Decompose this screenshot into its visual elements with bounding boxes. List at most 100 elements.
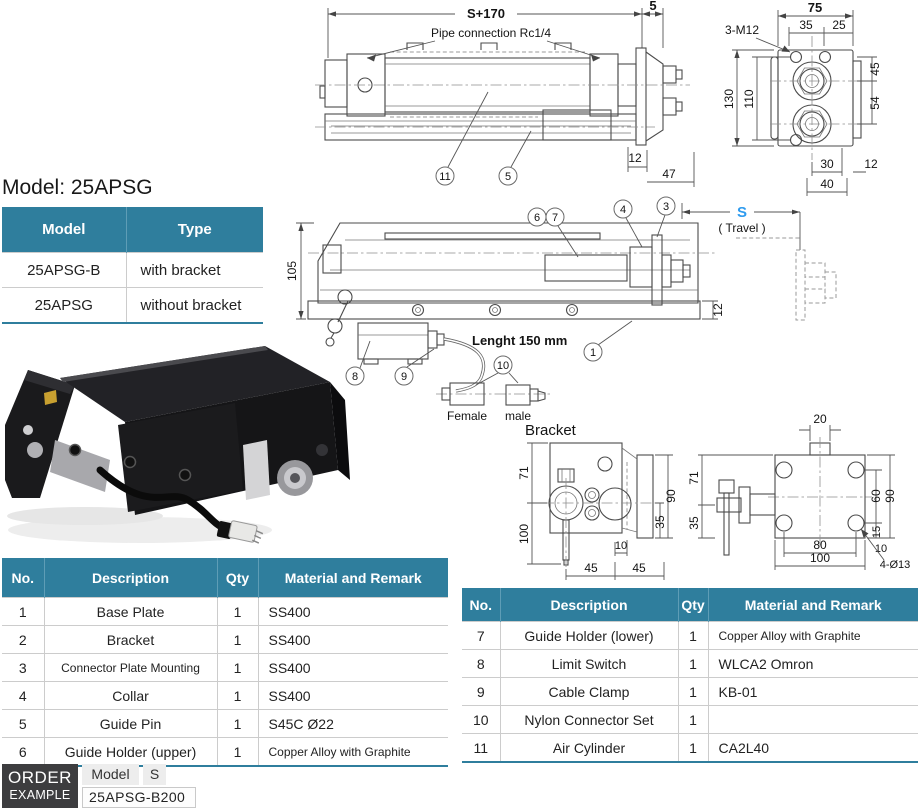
bracket-dim-100: 100: [517, 524, 531, 544]
table-row: 11 Air Cylinder 1 CA2L40: [462, 733, 918, 762]
bracket-dim-20: 20: [813, 412, 827, 426]
bracket-dim-90-r: 90: [883, 489, 897, 503]
material-cell: [708, 705, 918, 734]
description-cell: Limit Switch: [500, 649, 679, 678]
order-model-label: Model: [82, 764, 139, 785]
end-view-body: [770, 36, 866, 160]
dim-45: 45: [868, 62, 882, 76]
description-cell: Cable Clamp: [500, 677, 679, 706]
parts-table-header-row: No. Description Qty Material and Remark: [462, 588, 918, 622]
qty-column-header: Qty: [217, 558, 259, 598]
no-cell: 10: [462, 705, 501, 734]
bracket-dim-35: 35: [653, 515, 667, 529]
table-row: 3 Connector Plate Mounting 1 SS400: [2, 653, 448, 682]
bracket-dim-15: 15: [871, 526, 883, 538]
travel-text-label: ( Travel ): [718, 221, 765, 235]
qty-cell: 1: [217, 625, 259, 654]
no-cell: 5: [2, 709, 45, 738]
type-cell: with bracket: [126, 252, 263, 288]
material-cell: KB-01: [708, 677, 918, 706]
callout-1: 1: [583, 320, 633, 362]
qty-cell: 1: [217, 681, 259, 710]
material-cell: WLCA2 Omron: [708, 649, 918, 678]
material-cell: CA2L40: [708, 733, 918, 762]
no-cell: 9: [462, 677, 501, 706]
qty-cell: 1: [678, 677, 709, 706]
dim-12-base: 12: [711, 303, 725, 317]
material-cell: Copper Alloy with Graphite: [258, 737, 448, 766]
bracket-dim-100-r: 100: [810, 551, 830, 565]
material-cell: SS400: [258, 597, 448, 626]
table-row: 25APSG-B with bracket: [2, 252, 263, 288]
dim-30: 30: [820, 157, 834, 171]
callout-4-number: 4: [620, 204, 626, 216]
table-row: 25APSG without bracket: [2, 287, 263, 323]
callout-3: 3: [656, 196, 676, 238]
product-photo: [5, 346, 350, 544]
dim-110: 110: [742, 89, 756, 108]
description-cell: Guide Pin: [44, 709, 218, 738]
description-cell: Guide Holder (lower): [500, 621, 679, 650]
description-cell: Connector Plate Mounting: [44, 653, 218, 682]
dim-75: 75: [808, 0, 822, 15]
dim-105: 105: [285, 261, 299, 281]
model-cell: 25APSG: [2, 287, 127, 323]
description-cell: Air Cylinder: [500, 733, 679, 762]
parts-table-1-6: No. Description Qty Material and Remark …: [2, 558, 448, 767]
qty-cell: 1: [217, 653, 259, 682]
parts-table-header-row: No. Description Qty Material and Remark: [2, 558, 448, 598]
order-example-line2: EXAMPLE: [9, 787, 71, 802]
table-row: 9 Cable Clamp 1 KB-01: [462, 677, 918, 706]
page-title: Model: 25APSG: [2, 176, 153, 199]
material-cell: SS400: [258, 681, 448, 710]
dim-47: 47: [662, 167, 676, 181]
dim-35: 35: [799, 18, 813, 32]
bracket-holes-label: 4-Ø13: [880, 559, 911, 571]
limit-switch-and-cable: Lenght 150 mm Female male: [357, 322, 567, 423]
qty-cell: 1: [678, 621, 709, 650]
assembly-dimensions: 105 12: [285, 222, 725, 320]
no-cell: 6: [2, 737, 45, 766]
no-cell: 2: [2, 625, 45, 654]
order-travel-label: S: [143, 764, 166, 785]
type-column-header: Type: [126, 207, 263, 253]
end-view-dimensions: 75 35 25 3-M12 130 110 45 54 30 12 40: [722, 0, 882, 196]
callout-5: 5: [498, 130, 532, 186]
length-150mm-label: Lenght 150 mm: [472, 333, 567, 348]
table-row: 5 Guide Pin 1 S45C Ø22: [2, 709, 448, 738]
dim-130: 130: [722, 89, 736, 109]
model-table-header-row: Model Type: [2, 207, 263, 253]
material-cell: SS400: [258, 625, 448, 654]
dim-25: 25: [832, 18, 846, 32]
end-view-drawing: 75 35 25 3-M12 130 110 45 54 30 12 40: [722, 0, 882, 196]
no-cell: 1: [2, 597, 45, 626]
callout-7: 7: [545, 207, 579, 258]
bracket-views-drawing: Bracket 71 100 90 35 10: [517, 412, 911, 580]
dim-54: 54: [868, 96, 882, 110]
female-label: Female: [447, 409, 487, 423]
top-view-dimensions: S+170 5: [327, 0, 664, 58]
dim-12: 12: [628, 151, 642, 165]
top-view-right-dims: 12 47: [627, 147, 695, 187]
assembly-side-view-drawing: Lenght 150 mm Female male 8 9 10 1 6 7: [285, 196, 837, 423]
no-column-header: No.: [2, 558, 45, 598]
order-example-box: ORDER EXAMPLE: [2, 764, 78, 808]
model-cell: 25APSG-B: [2, 252, 127, 288]
callout-5-number: 5: [505, 171, 511, 183]
parts-table-7-11: No. Description Qty Material and Remark …: [462, 588, 918, 763]
dim-12-end: 12: [864, 157, 878, 171]
bracket-dim-10-r: 10: [875, 543, 887, 555]
no-column-header: No.: [462, 588, 501, 622]
callout-6: 6: [527, 207, 547, 227]
callout-11-number: 11: [439, 171, 450, 183]
callout-11: 11: [435, 91, 489, 186]
dim-s-plus-170: S+170: [467, 6, 505, 21]
bracket-dim-10: 10: [615, 540, 627, 552]
table-row: 7 Guide Holder (lower) 1 Copper Alloy wi…: [462, 621, 918, 650]
order-example-line1: ORDER: [8, 768, 72, 787]
bracket-title: Bracket: [525, 422, 577, 439]
qty-cell: 1: [678, 733, 709, 762]
bracket-dim-71-r: 71: [687, 471, 701, 485]
bracket-dim-80: 80: [813, 538, 827, 552]
